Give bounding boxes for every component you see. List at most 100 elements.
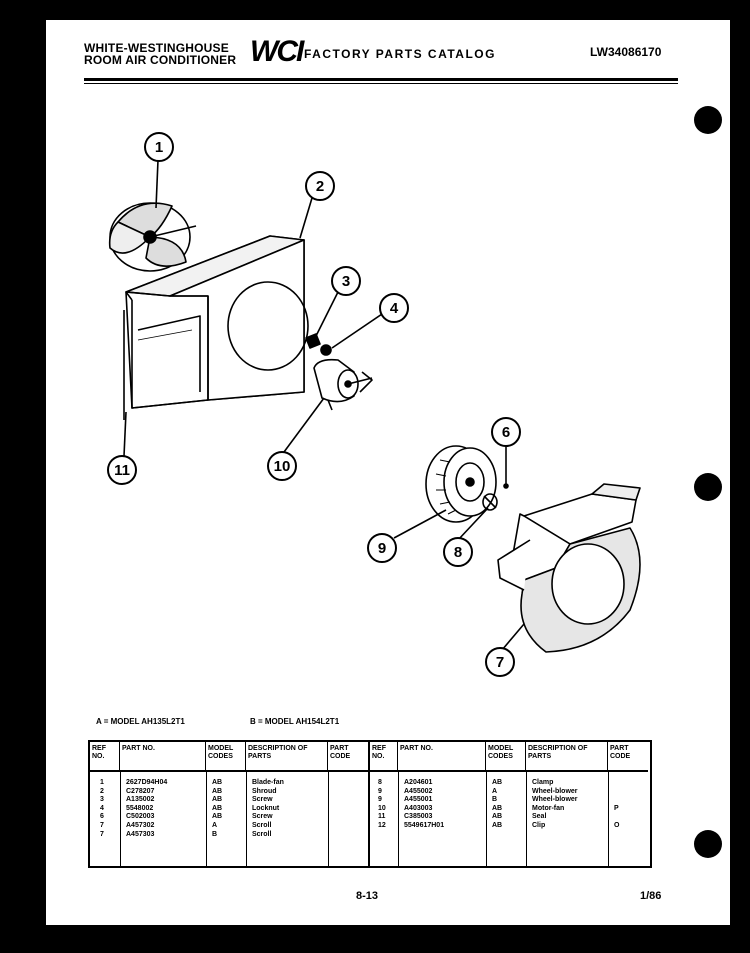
col-divider xyxy=(486,772,487,866)
model-code-cell: AB xyxy=(492,779,503,786)
description-cell: Scroll xyxy=(252,830,272,838)
table-center-divider xyxy=(368,742,370,866)
model-code-cell: AB xyxy=(212,796,223,804)
description-cell: Clamp xyxy=(532,779,554,786)
description-cell: Clip xyxy=(532,822,546,829)
callout-label-2: 2 xyxy=(316,178,324,195)
fan-blade-part xyxy=(108,202,197,272)
ref-cell: 2 xyxy=(100,787,104,795)
ref-cell: 11 xyxy=(378,813,386,821)
ref-cell: 9 xyxy=(378,796,382,804)
part-number-cell: A455001 xyxy=(404,796,433,804)
col-divider xyxy=(526,772,527,866)
header-part: PART NO. xyxy=(398,742,486,772)
part-number-cell: 5549617H01 xyxy=(404,822,445,829)
callout-label-1: 1 xyxy=(155,139,163,156)
part-number-cell: A204601 xyxy=(404,779,433,786)
description-cell: Scroll xyxy=(252,822,272,829)
callout-label-6: 6 xyxy=(502,424,510,441)
description-cell: Shroud xyxy=(252,787,277,795)
description-cell: Blade-fan xyxy=(252,779,284,786)
binder-hole-top xyxy=(694,106,722,134)
part-number-cell: C385003 xyxy=(404,813,433,821)
header-code: PART CODE xyxy=(608,742,648,772)
part-number-cell: 2627D94H04 xyxy=(126,779,168,786)
col-divider xyxy=(246,772,247,866)
description-cell: Screw xyxy=(252,796,273,804)
col-divider xyxy=(328,772,329,866)
callout-circle-3 xyxy=(331,266,361,296)
ref-cell: 9 xyxy=(378,787,382,795)
callout-circle-6 xyxy=(491,417,521,447)
callout-circle-4 xyxy=(379,293,409,323)
callout-circle-1 xyxy=(144,132,174,162)
page-number: 8-13 xyxy=(356,890,379,902)
header-ref: REF NO. xyxy=(90,742,120,772)
callout-label-10: 10 xyxy=(274,458,291,475)
callout-label-11: 11 xyxy=(114,462,130,479)
header-desc: DESCRIPTION OF PARTS xyxy=(526,742,608,772)
revision-date: 1/86 xyxy=(640,890,662,902)
ref-cell: 7 xyxy=(100,822,104,829)
header-code: PART CODE xyxy=(328,742,368,772)
model-code-cell: AB xyxy=(212,804,223,812)
brand-line-2: ROOM AIR CONDITIONER xyxy=(84,53,237,67)
model-code-cell: A xyxy=(212,822,218,829)
shroud-part xyxy=(123,235,309,420)
header-model: MODEL CODES xyxy=(206,742,246,772)
header-model: MODEL CODES xyxy=(486,742,526,772)
model-code-cell: AB xyxy=(212,813,223,821)
callout-label-4: 4 xyxy=(390,300,399,317)
catalog-number: LW34086170 xyxy=(590,45,662,59)
col-divider xyxy=(398,772,399,866)
description-cell: Screw xyxy=(252,813,273,821)
col-divider xyxy=(120,772,121,866)
description-cell: Locknut xyxy=(252,804,280,812)
col-divider xyxy=(608,772,609,866)
ref-cell: 6 xyxy=(100,813,104,821)
part-code-cell: P xyxy=(614,804,619,812)
parts-table: REF NO. PART NO. MODEL CODES DESCRIPTION… xyxy=(88,740,652,868)
clamp-part xyxy=(482,483,509,511)
catalog-title: FACTORY PARTS CATALOG xyxy=(304,47,496,61)
wci-logo: WCI xyxy=(250,35,304,68)
model-code-cell: B xyxy=(492,796,498,804)
callout-label-8: 8 xyxy=(454,544,462,561)
ref-cell: 10 xyxy=(378,804,386,812)
callout-labels: 1 2 3 4 10 11 6 9 8 7 xyxy=(114,139,510,671)
header-rule-thick xyxy=(84,78,678,81)
part-number-cell: A457302 xyxy=(126,822,155,829)
header-rule-thin xyxy=(84,83,678,84)
ref-cell: 12 xyxy=(378,822,386,829)
description-cell: Wheel-blower xyxy=(532,787,578,795)
callout-circle-9 xyxy=(367,533,397,563)
header-desc: DESCRIPTION OF PARTS xyxy=(246,742,328,772)
model-code-cell: AB xyxy=(492,813,503,821)
brand-line-1: WHITE-WESTINGHOUSE xyxy=(84,41,229,55)
part-number-cell: A403003 xyxy=(404,804,433,812)
callout-circle-10 xyxy=(267,451,297,481)
ref-cell: 1 xyxy=(100,779,104,786)
description-cell: Wheel-blower xyxy=(532,796,578,804)
binder-hole-bottom xyxy=(694,830,722,858)
callout-circle-7 xyxy=(485,647,515,677)
part-number-cell: A455002 xyxy=(404,787,433,795)
description-cell: Seal xyxy=(532,813,547,821)
part-number-cell: C502003 xyxy=(126,813,155,821)
callout-circles xyxy=(107,132,521,677)
ref-cell: 3 xyxy=(100,796,104,804)
model-legend-b: B = MODEL AH154L2T1 xyxy=(250,717,340,726)
scroll-part xyxy=(497,483,641,653)
header-ref: REF NO. xyxy=(370,742,398,772)
callout-label-3: 3 xyxy=(342,273,350,290)
motor-part xyxy=(305,333,373,411)
brand-block: WHITE-WESTINGHOUSE ROOM AIR CONDITIONER xyxy=(84,42,236,66)
part-number-cell: A457303 xyxy=(126,830,155,838)
binder-hole-middle xyxy=(694,473,722,501)
model-code-cell: A xyxy=(492,787,498,795)
header-part: PART NO. xyxy=(120,742,206,772)
model-code-cell: AB xyxy=(212,779,223,786)
callout-circle-8 xyxy=(443,537,473,567)
part-number-cell: A135002 xyxy=(126,796,155,804)
